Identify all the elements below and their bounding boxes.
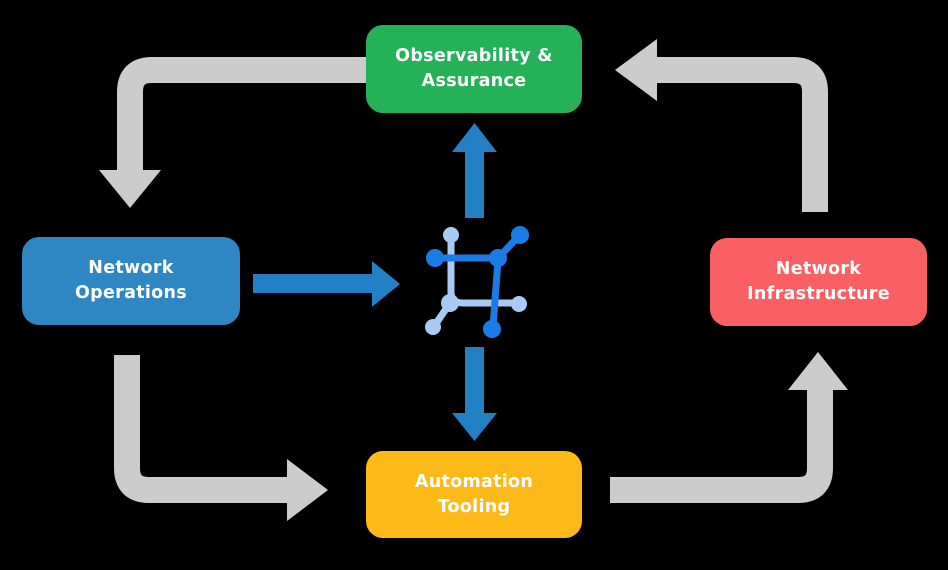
node-network-operations: Network Operations [22, 237, 240, 325]
node-label-line: Network [88, 258, 174, 278]
arrow-infrastructure-to-observability [615, 39, 828, 212]
node-label-line: Automation [414, 471, 534, 492]
node-label-line: Operations [75, 283, 187, 303]
arrow-automation-to-infrastructure [610, 352, 848, 503]
arrow-operations-to-automation [114, 355, 328, 521]
network-mesh-icon [425, 226, 529, 338]
node-label-line: Network [775, 259, 862, 279]
arrow-icon-to-automation [452, 347, 497, 441]
node-automation-tooling: Automation Tooling [366, 451, 582, 538]
node-label-line: Assurance [421, 71, 527, 91]
arrow-icon-to-observability [452, 123, 497, 218]
node-label-line: Tooling [437, 496, 511, 517]
node-network-infrastructure: Network Infrastructure [710, 238, 927, 326]
node-observability-assurance: Observability & Assurance [366, 25, 582, 113]
arrow-observability-to-operations [99, 57, 368, 208]
node-label-line: Infrastructure [747, 284, 890, 304]
arrow-operations-to-icon [253, 261, 400, 307]
node-label-line: Observability & [395, 46, 553, 66]
